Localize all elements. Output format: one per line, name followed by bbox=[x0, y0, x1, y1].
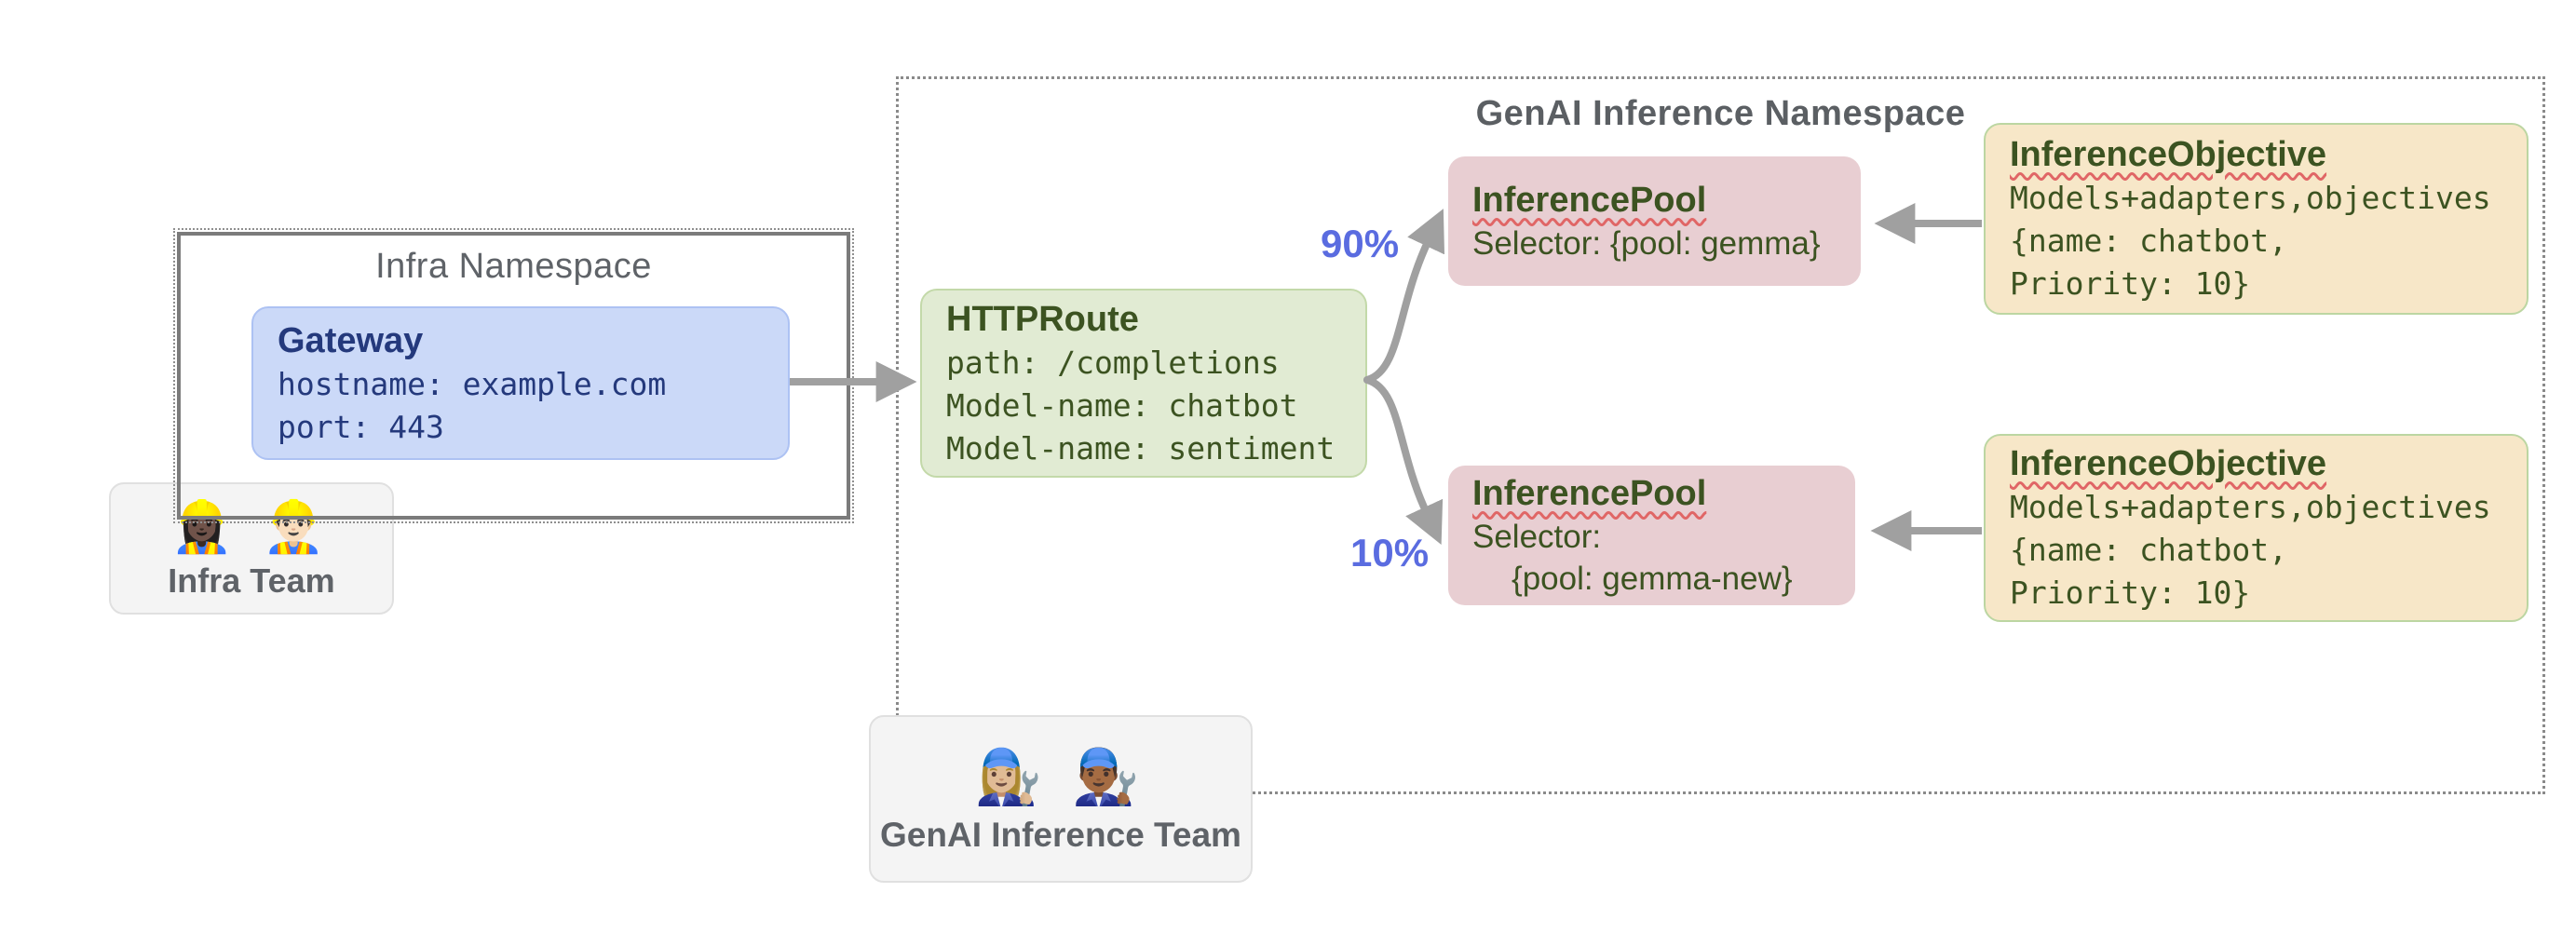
gateway-node: Gateway hostname: example.com port: 443 bbox=[251, 306, 790, 460]
inference-pool-top-node: InferencePool Selector: {pool: gemma} bbox=[1448, 156, 1861, 286]
gateway-port: port: 443 bbox=[278, 408, 444, 445]
inference-objective-top-title: InferenceObjective bbox=[2010, 132, 2502, 177]
httproute-path: path: /completions bbox=[946, 344, 1280, 381]
inference-pool-bottom-selector-value: {pool: gemma-new} bbox=[1512, 561, 1793, 597]
inference-objective-bottom-node: InferenceObjective Models+adapters,objec… bbox=[1984, 434, 2529, 622]
inference-objective-bottom-title: InferenceObjective bbox=[2010, 441, 2502, 486]
inference-objective-bottom-line-1: Models+adapters,objectives bbox=[2010, 489, 2491, 525]
traffic-weight-90: 90% bbox=[1321, 222, 1400, 265]
genai-team-card: 👩🏼‍🔧 👨🏾‍🔧 GenAI Inference Team bbox=[869, 715, 1253, 883]
construction-worker-emoji: 👷🏿‍♀️ 👷🏻‍♂️ bbox=[170, 499, 332, 555]
inference-objective-bottom-line-3: Priority: 10} bbox=[2010, 575, 2251, 611]
inference-objective-top-line-3: Priority: 10} bbox=[2010, 265, 2251, 302]
traffic-weight-10: 10% bbox=[1350, 531, 1430, 575]
inference-objective-top-line-2: {name: chatbot, bbox=[2010, 223, 2288, 259]
inference-objective-top-line-1: Models+adapters,objectives bbox=[2010, 180, 2491, 216]
infra-team-card: 👷🏿‍♀️ 👷🏻‍♂️ Infra Team bbox=[109, 482, 394, 615]
inference-objective-bottom-title-text: InferenceObjective bbox=[2010, 444, 2327, 483]
httproute-model-2: Model-name: sentiment bbox=[946, 429, 1335, 466]
inference-pool-top-title-text: InferencePool bbox=[1472, 181, 1707, 220]
genai-namespace-box: GenAI Inference Namespace bbox=[896, 76, 2545, 794]
inference-pool-top-selector: Selector: {pool: gemma} bbox=[1472, 225, 1821, 262]
httproute-title: HTTPRoute bbox=[946, 299, 1139, 339]
infra-namespace-box: Infra Namespace bbox=[173, 228, 854, 523]
infra-namespace-label: Infra Namespace bbox=[375, 247, 652, 286]
genai-namespace-label: GenAI Inference Namespace bbox=[1475, 94, 1966, 133]
inference-objective-bottom-line-2: {name: chatbot, bbox=[2010, 532, 2288, 568]
httproute-model-1: Model-name: chatbot bbox=[946, 386, 1298, 424]
inference-pool-bottom-title: InferencePool bbox=[1472, 471, 1831, 516]
inference-pool-top-title: InferencePool bbox=[1472, 178, 1837, 223]
inference-pool-bottom-selector: Selector: bbox=[1472, 519, 1602, 555]
inference-objective-top-title-text: InferenceObjective bbox=[2010, 135, 2327, 174]
mechanic-emoji: 👩🏼‍🔧 👨🏾‍🔧 bbox=[974, 747, 1147, 807]
infra-team-label: Infra Team bbox=[168, 561, 335, 600]
inference-pool-bottom-title-text: InferencePool bbox=[1472, 474, 1707, 513]
genai-team-label: GenAI Inference Team bbox=[880, 816, 1241, 854]
httproute-node: HTTPRoute path: /completions Model-name:… bbox=[920, 289, 1367, 478]
gateway-title: Gateway bbox=[278, 320, 424, 360]
inference-pool-bottom-node: InferencePool Selector: {pool: gemma-new… bbox=[1448, 466, 1855, 605]
gateway-hostname: hostname: example.com bbox=[278, 365, 667, 402]
inference-objective-top-node: InferenceObjective Models+adapters,objec… bbox=[1984, 123, 2529, 315]
